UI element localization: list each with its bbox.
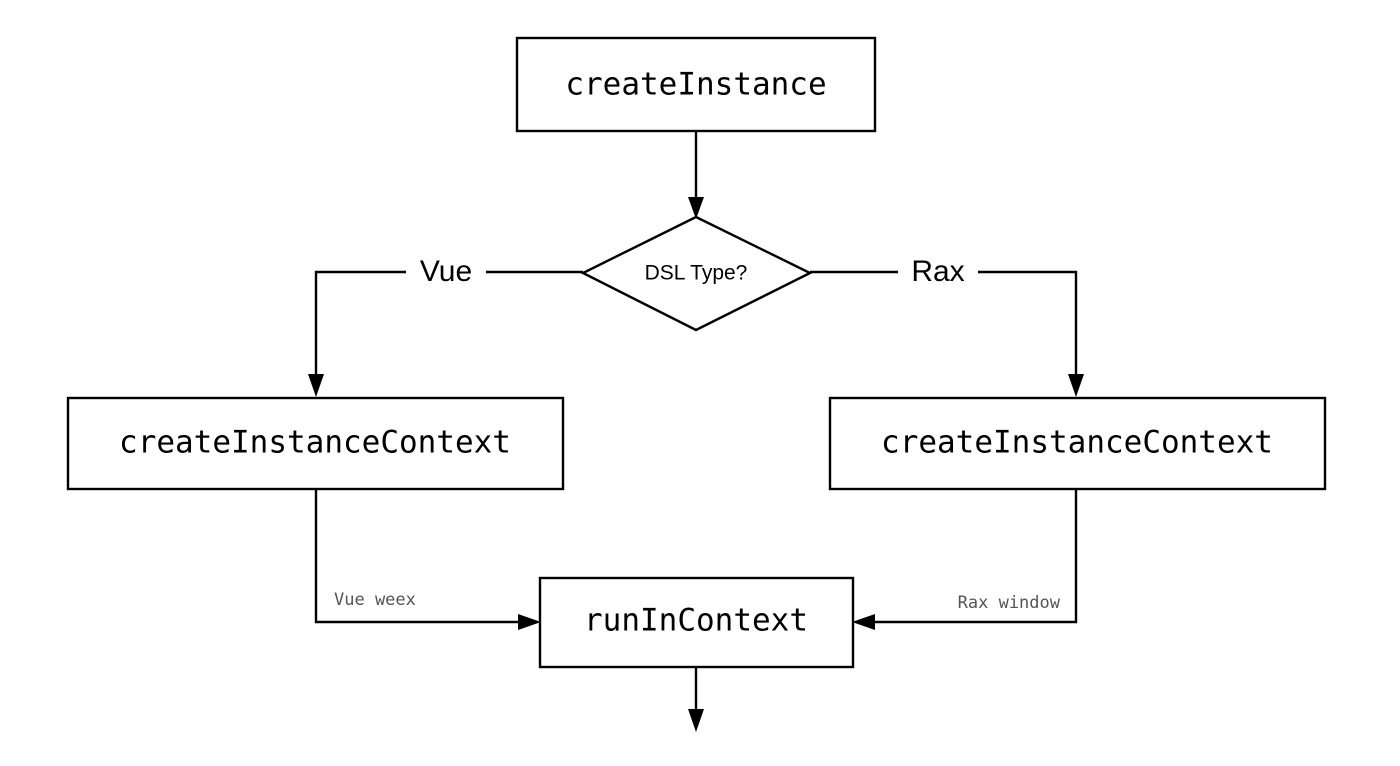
edge-decision-to-vue-context bbox=[308, 270, 583, 397]
node-run-in-context-box[interactable] bbox=[538, 576, 855, 669]
arrow-head-icon bbox=[1068, 374, 1084, 397]
node-decision-dsl-type[interactable]: DSL Type? bbox=[580, 215, 813, 332]
arrow-head-icon bbox=[688, 709, 704, 732]
edge-line-segment bbox=[314, 270, 583, 384]
edge-run-in-context-outgoing bbox=[688, 667, 704, 732]
edge-create-instance-to-decision bbox=[688, 131, 704, 219]
label-backdrop bbox=[898, 252, 978, 292]
arrow-head-icon bbox=[688, 197, 704, 219]
label-backdrop bbox=[406, 252, 486, 292]
node-rax-context-box[interactable] bbox=[828, 396, 1327, 491]
edge-line-segment bbox=[314, 489, 528, 624]
node-decision-label: DSL Type? bbox=[645, 262, 748, 285]
edge-rax-context-to-run-in-context bbox=[852, 489, 1078, 630]
node-run-in-context-label: runInContext bbox=[584, 603, 808, 639]
node-decision-diamond[interactable] bbox=[580, 215, 813, 332]
branch-label-vue: Vue bbox=[406, 252, 486, 292]
node-rax-context-label: createInstanceContext bbox=[881, 425, 1273, 461]
edge-note-rax-window: Rax window bbox=[958, 593, 1061, 613]
arrow-head-icon bbox=[518, 614, 541, 630]
branch-label-rax: Rax bbox=[898, 252, 978, 292]
node-run-in-context[interactable]: runInContext bbox=[538, 576, 855, 669]
node-vue-create-instance-context[interactable]: createInstanceContext bbox=[66, 396, 565, 491]
edge-vue-context-to-run-in-context bbox=[314, 489, 541, 630]
node-vue-context-box[interactable] bbox=[66, 396, 565, 491]
branch-label-vue-text: Vue bbox=[420, 255, 472, 288]
node-create-instance[interactable]: createInstance bbox=[515, 36, 877, 133]
edge-note-vue-weex: Vue weex bbox=[334, 590, 416, 610]
node-create-instance-label: createInstance bbox=[565, 67, 826, 103]
node-rax-create-instance-context[interactable]: createInstanceContext bbox=[828, 396, 1327, 491]
branch-label-rax-text: Rax bbox=[911, 255, 964, 288]
arrow-head-icon bbox=[852, 614, 875, 630]
edge-line-segment bbox=[865, 489, 1078, 624]
node-create-instance-box[interactable] bbox=[515, 36, 877, 133]
node-vue-context-label: createInstanceContext bbox=[119, 425, 511, 461]
arrow-head-icon bbox=[308, 374, 324, 397]
